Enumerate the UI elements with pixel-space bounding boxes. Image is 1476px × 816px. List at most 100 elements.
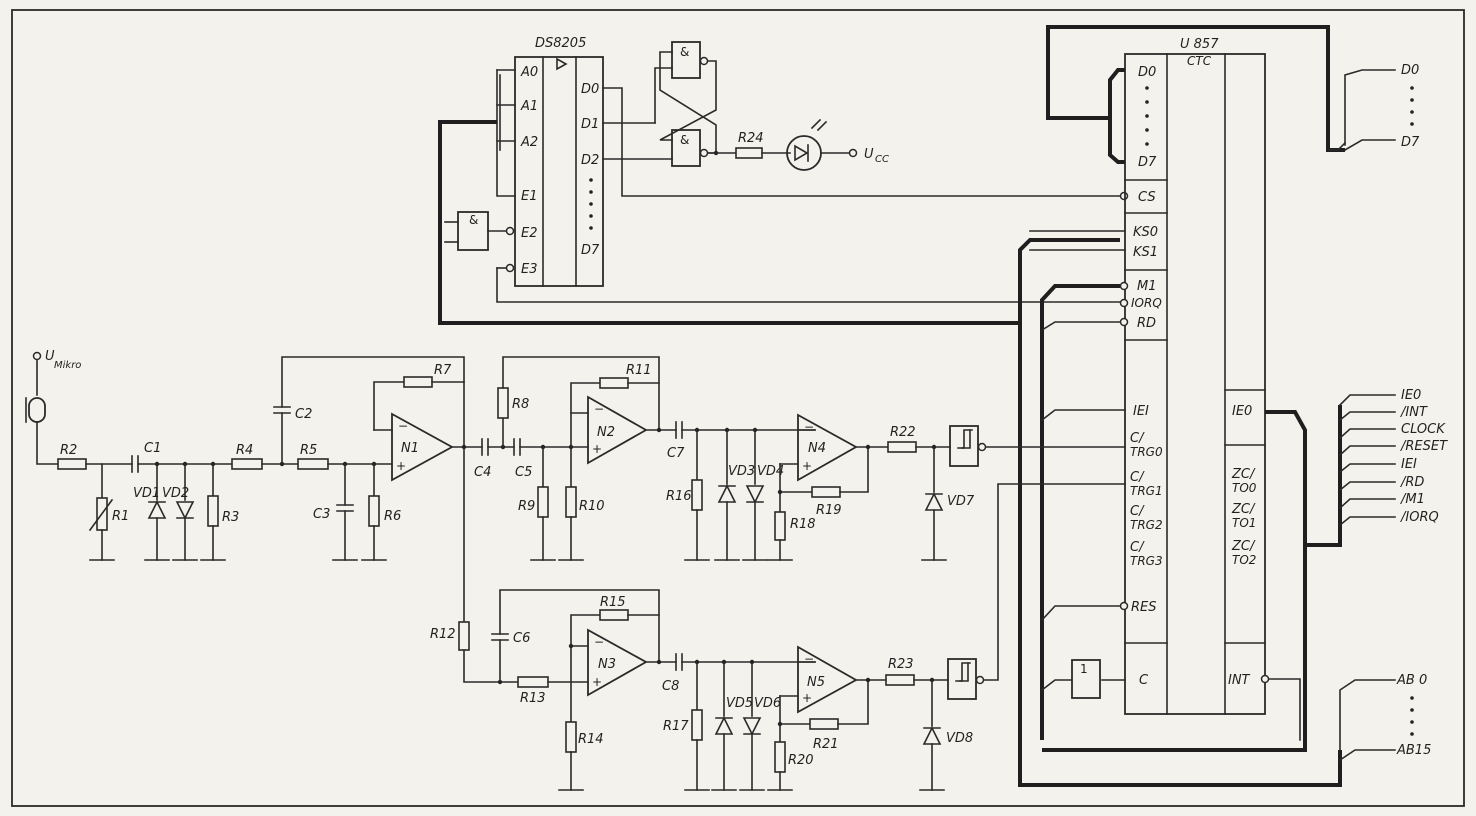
- svg-text:−: −: [804, 652, 814, 666]
- resistor-r20: [774, 741, 786, 773]
- resistor-r21: [809, 718, 839, 730]
- label-r15: R15: [600, 595, 626, 610]
- sig-reset: /RESET: [1400, 439, 1448, 454]
- resistor-r18: [774, 511, 786, 541]
- led-icon: [786, 118, 828, 171]
- label-vd2: VD2: [162, 486, 189, 501]
- resistor-r23: [885, 674, 915, 686]
- sig-ieo: IE0: [1401, 388, 1421, 403]
- ctc-pin-cs: CS: [1138, 190, 1156, 205]
- ctc-pin-ks0: KS0: [1133, 225, 1158, 240]
- resistor-r2: [57, 458, 87, 470]
- label-r10: R10: [579, 499, 605, 514]
- ctc-pin-zc2a: ZC/: [1231, 539, 1256, 554]
- label-c8: C8: [662, 679, 679, 694]
- label-r1: R1: [112, 509, 129, 524]
- diode-vd1: [147, 500, 167, 519]
- label-r17: R17: [663, 719, 689, 734]
- label-r19: R19: [816, 503, 842, 518]
- sig-d0: D0: [1401, 63, 1419, 78]
- ctc-name: U 857: [1180, 37, 1219, 52]
- label-c5: C5: [515, 465, 532, 480]
- label-r20: R20: [788, 753, 814, 768]
- decoder-pin-d1: D1: [581, 117, 599, 132]
- svg-text:+: +: [802, 691, 812, 705]
- label-r5: R5: [300, 443, 317, 458]
- opamp-n2: − + N2: [587, 395, 648, 465]
- label-r7: R7: [434, 363, 452, 378]
- decoder-pin-d0: D0: [581, 82, 599, 97]
- resistor-r17: [691, 709, 703, 741]
- sig-ab0: AB 0: [1396, 673, 1427, 688]
- label-r3: R3: [222, 510, 239, 525]
- decoder-pin-e1: E1: [521, 189, 538, 204]
- sig-address-dots: [1410, 696, 1414, 736]
- svg-text:−: −: [594, 635, 604, 649]
- ff-top-symbol: &: [680, 45, 689, 59]
- decoder-pin-d2: D2: [581, 153, 599, 168]
- ctc-subtitle: CTC: [1187, 54, 1212, 68]
- schmitt-trigger-2: [947, 658, 985, 700]
- sig-iei: IEI: [1401, 457, 1417, 472]
- label-r13: R13: [520, 691, 546, 706]
- resistor-r4: [231, 458, 263, 470]
- label-vd4: VD4: [757, 464, 784, 479]
- decoder-body: [514, 56, 604, 287]
- label-r16: R16: [666, 489, 692, 504]
- hysteresis-icon: [957, 429, 973, 449]
- decoder-pin-e2: E2: [521, 226, 538, 241]
- diode-vd7: [924, 492, 944, 511]
- resistor-r22: [887, 441, 917, 453]
- decoder-pin-a2: A2: [520, 135, 538, 150]
- svg-text:−: −: [594, 402, 604, 416]
- label-vd3: VD3: [728, 464, 755, 479]
- label-c7: C7: [667, 446, 685, 461]
- ctc-chip: U 857 CTC D0 D7 CS KS0 KS1 M1 IORQ RD IE…: [1119, 37, 1270, 715]
- label-n1: N1: [401, 441, 419, 456]
- ctc-pin-c1a: C/: [1130, 470, 1145, 485]
- opamp-n5: − + N5: [797, 645, 858, 714]
- address-bus-thick: [438, 120, 1120, 325]
- svg-text:−: −: [804, 420, 814, 434]
- resistor-r13: [517, 676, 549, 688]
- ctc-pin-zc1a: ZC/: [1231, 502, 1256, 517]
- resistor-r15: [599, 609, 629, 621]
- ctc-pin-d0: D0: [1138, 65, 1156, 80]
- label-r22: R22: [890, 425, 916, 440]
- ctc-pin-trg0: TRG0: [1130, 445, 1163, 459]
- label-vd8: VD8: [946, 731, 973, 746]
- ctc-pin-c2a: C/: [1130, 504, 1145, 519]
- resistor-r6: [368, 495, 380, 527]
- ctc-pin-ks1: KS1: [1133, 245, 1158, 260]
- potentiometer-arrow-icon: [88, 498, 114, 532]
- ctc-pin-zc0a: ZC/: [1231, 467, 1256, 482]
- resistor-r12: [458, 621, 470, 651]
- label-r11: R11: [626, 363, 652, 378]
- label-c4: C4: [474, 465, 491, 480]
- ctc-pin-to1: TO1: [1232, 516, 1256, 530]
- vcc-label: U: [864, 147, 874, 162]
- resistor-r5: [297, 458, 329, 470]
- label-vd5: VD5: [726, 696, 753, 711]
- hysteresis-icon-2: [955, 662, 971, 682]
- label-r12: R12: [430, 627, 456, 642]
- label-r6: R6: [384, 509, 401, 524]
- svg-text:+: +: [396, 459, 406, 473]
- ctc-pin-trg2: TRG2: [1130, 518, 1163, 532]
- decoder-chip: DS8205 A0 A1 A2 E1 E2 E3 D0 D1 D2 D7: [505, 36, 604, 287]
- resistor-r9: [537, 486, 549, 518]
- and-gate-decoder: &: [444, 211, 489, 251]
- sig-d7: D7: [1401, 135, 1420, 150]
- ctc-pin-m1: M1: [1137, 279, 1157, 294]
- decoder-output-dots: [589, 178, 593, 230]
- resistor-r3: [207, 495, 219, 527]
- opamp-n1: − + N1: [391, 412, 454, 482]
- sig-clock: CLOCK: [1401, 422, 1446, 437]
- ctc-pin-trg3: TRG3: [1130, 554, 1163, 568]
- label-r24: R24: [738, 131, 764, 146]
- sig-ab15: AB15: [1396, 743, 1431, 758]
- microphone-icon: [25, 397, 46, 423]
- resistor-r14: [565, 721, 577, 753]
- label-r4: R4: [236, 443, 253, 458]
